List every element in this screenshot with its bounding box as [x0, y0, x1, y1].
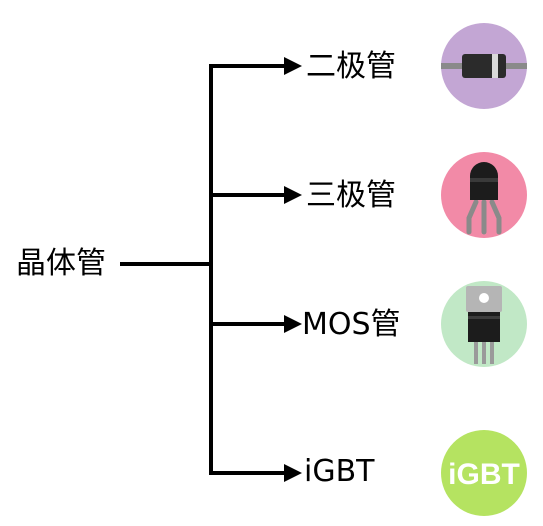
connector-lines	[120, 64, 286, 475]
mosfet-icon	[441, 281, 527, 367]
branch-label-igbt: iGBT	[304, 454, 375, 489]
arrowhead-1	[284, 186, 302, 204]
branch-label-diode: 二极管	[306, 49, 396, 84]
igbt-icon: iGBT	[441, 430, 527, 516]
branch-label-mos: MOS管	[302, 307, 401, 342]
arrowhead-2	[284, 315, 302, 333]
bipolar-transistor-icon	[441, 152, 527, 238]
arrowhead-0	[284, 57, 302, 75]
igbt-icon-text: iGBT	[448, 458, 520, 491]
arrowheads	[284, 57, 302, 482]
branch-label-triode: 三极管	[306, 178, 396, 213]
diode-icon	[441, 23, 527, 109]
arrowhead-3	[284, 464, 302, 482]
root-label: 晶体管	[16, 246, 106, 281]
